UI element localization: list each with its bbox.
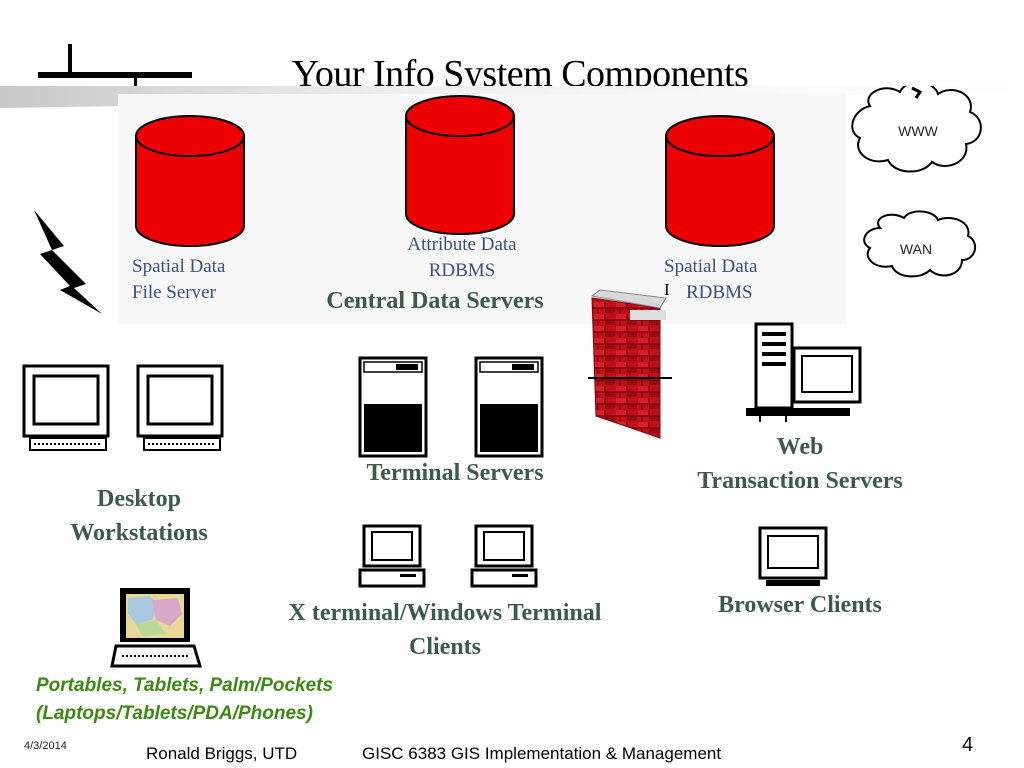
spatial-data-rdbms-label: Spatial Data RDBMS (664, 254, 824, 306)
desktop-workstation-icon-2 (136, 364, 224, 451)
spatial-file-line1: Spatial Data (132, 256, 226, 277)
www-cloud-icon: WWW (851, 86, 982, 173)
database-cylinder-spatial-rdbms (665, 115, 775, 247)
spatial-rdbms-line2: RDBMS (686, 282, 753, 303)
attribute-line1: Attribute Data (407, 234, 517, 255)
xterm-clients-label: X terminal/Windows Terminal Clients (250, 596, 640, 664)
attribute-data-rdbms-label: Attribute Data RDBMS (382, 232, 542, 284)
desktop-line2: Workstations (70, 520, 208, 546)
terminal-server-icon-2 (474, 356, 544, 458)
footer-course: GISC 6383 GIS Implementation & Managemen… (362, 744, 722, 763)
xterm-client-icon-1 (358, 524, 426, 588)
web-line2: Transaction Servers (697, 468, 903, 494)
footer-date: 4/3/2014 (24, 740, 67, 752)
terminal-servers-label: Terminal Servers (366, 460, 544, 486)
slide-title: Your Info System Components (291, 53, 749, 86)
portables-line1: Portables, Tablets, Palm/Pockets (36, 675, 334, 696)
browser-client-icon (758, 526, 828, 586)
desktop-line1: Desktop (96, 486, 181, 512)
diagram-canvas: WWW WAN (0, 86, 1024, 668)
xterm-line2: Clients (409, 634, 481, 660)
database-cylinder-attribute (405, 95, 515, 235)
rdbms-fragment-text: I (664, 280, 670, 299)
database-cylinder-spatial-file (135, 115, 245, 247)
title-bar-tick (68, 44, 72, 76)
xterm-client-icon-2 (470, 524, 538, 588)
spatial-file-line2: File Server (132, 282, 216, 303)
web-transaction-servers-label: Web Transaction Servers (660, 430, 940, 498)
firewall-brick-wall-icon (588, 289, 672, 439)
wan-cloud-icon: WAN (863, 210, 977, 278)
xterm-line1: X terminal/Windows Terminal (288, 600, 602, 626)
title-underline-bar (38, 72, 192, 78)
www-cloud-label: WWW (898, 123, 938, 139)
browser-clients-label: Browser Clients (718, 592, 882, 618)
terminal-server-icon-1 (358, 356, 428, 458)
desktop-workstations-label: Desktop Workstations (44, 482, 234, 550)
laptop-map-icon (110, 588, 203, 668)
central-data-servers-label: Central Data Servers (326, 288, 544, 314)
page-number: 4 (962, 734, 974, 756)
spatial-rdbms-line1: Spatial Data (664, 256, 758, 277)
web-line1: Web (776, 434, 824, 460)
web-server-icon (746, 322, 862, 422)
desktop-workstation-icon-1 (22, 364, 110, 451)
title-bar-tick-small (134, 78, 137, 86)
footer-author: Ronald Briggs, UTD (146, 744, 298, 763)
lightning-bolt-icon (34, 210, 102, 314)
portables-label: Portables, Tablets, Palm/Pockets (Laptop… (36, 672, 476, 728)
attribute-line2: RDBMS (428, 260, 496, 281)
portables-line2: (Laptops/Tablets/PDA/Phones) (36, 703, 313, 724)
wan-cloud-label: WAN (900, 241, 932, 257)
spatial-data-file-server-label: Spatial Data File Server (132, 254, 292, 306)
